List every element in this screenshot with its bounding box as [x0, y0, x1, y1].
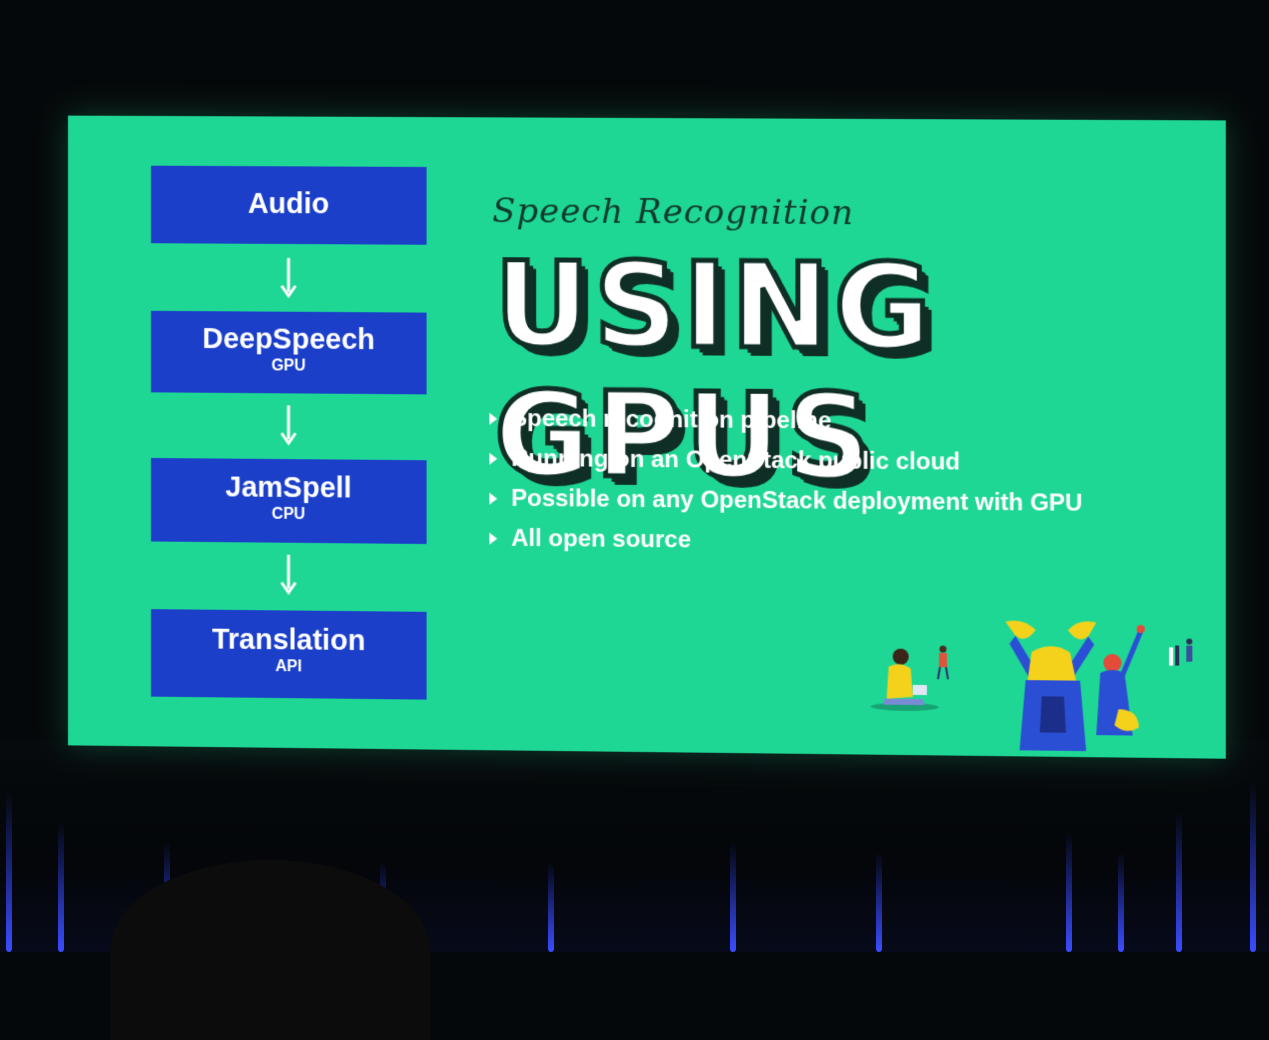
pipeline-box-label: JamSpell — [225, 471, 352, 505]
bullet-triangle-icon — [489, 412, 498, 425]
audience-head — [110, 860, 430, 1040]
stage-light — [1118, 852, 1124, 952]
pipeline-box-sublabel: CPU — [271, 505, 306, 523]
stage-light — [1066, 832, 1072, 952]
people-illustration — [870, 620, 1193, 752]
pipeline-box-label: Translation — [211, 623, 366, 658]
stage-light — [730, 842, 736, 952]
pipeline-box-deepspeech: DeepSpeech GPU — [150, 310, 427, 395]
pipeline-box-sublabel: GPU — [271, 357, 306, 375]
stage-light — [1250, 782, 1256, 952]
bullet-text: All open source — [511, 524, 692, 554]
bullet-text: Running on an OpenStack public cloud — [511, 444, 961, 476]
stage-light — [548, 862, 554, 952]
arrow-down-icon — [274, 553, 304, 597]
projection-screen: Audio DeepSpeech GPU JamSpell CPU Transl… — [68, 115, 1226, 759]
bullet-triangle-icon — [489, 532, 498, 545]
pipeline-box-sublabel: API — [275, 658, 302, 676]
bullet-item: All open source — [489, 519, 1082, 564]
pipeline-box-audio: Audio — [150, 165, 427, 245]
stage-light — [1176, 812, 1182, 952]
arrow-down-icon — [274, 403, 304, 447]
slide-subtitle: Speech Recognition — [492, 191, 855, 234]
stage-light — [58, 822, 64, 952]
bullet-item: Running on an OpenStack public cloud — [489, 439, 1082, 484]
arrow-down-icon — [274, 256, 304, 300]
bullet-triangle-icon — [489, 452, 498, 465]
bullet-list: Speech recognition pipeline Running on a… — [489, 399, 1083, 564]
pipeline-box-label: DeepSpeech — [202, 323, 375, 357]
bullet-item: Speech recognition pipeline — [489, 399, 1082, 444]
bullet-text: Possible on any OpenStack deployment wit… — [511, 484, 1083, 517]
pipeline-box-label: Audio — [247, 188, 330, 221]
bullet-item: Possible on any OpenStack deployment wit… — [489, 479, 1083, 524]
stage-light — [6, 792, 12, 952]
pipeline-box-translation: Translation API — [150, 609, 427, 700]
bullet-text: Speech recognition pipeline — [511, 405, 832, 435]
pipeline-box-jamspell: JamSpell CPU — [150, 457, 427, 545]
bullet-triangle-icon — [489, 492, 498, 505]
stage-light — [876, 852, 882, 952]
